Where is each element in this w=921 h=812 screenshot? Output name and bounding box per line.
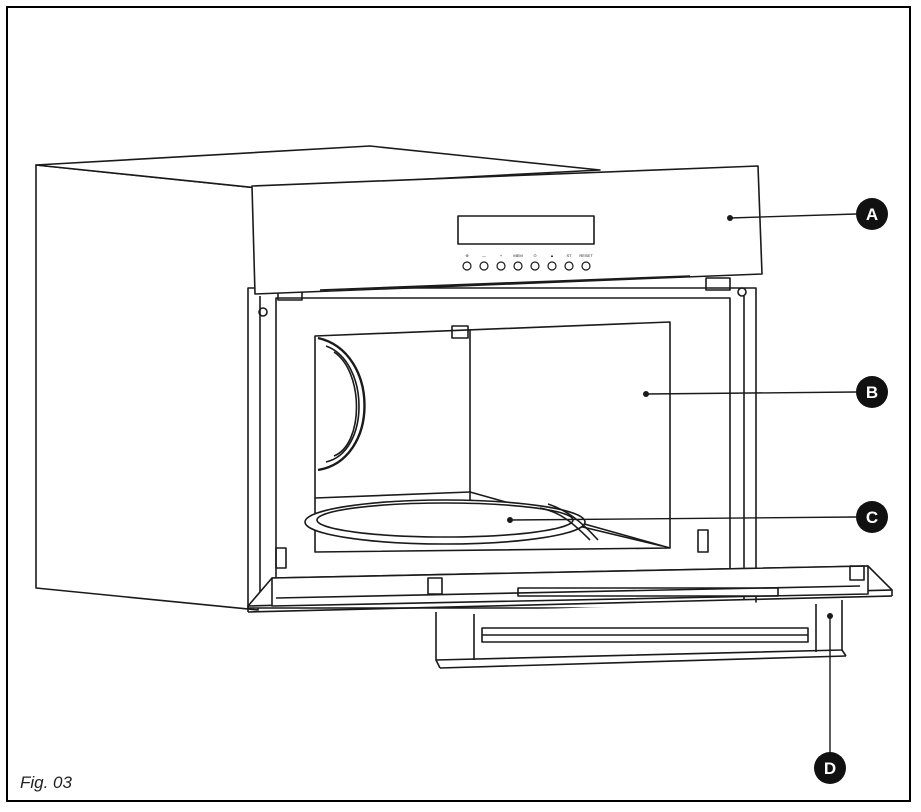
oven-cavity (314, 321, 671, 553)
figure-caption: Fig. 03 (20, 773, 72, 792)
callout-label-a: A (866, 205, 878, 224)
panel-button-4 (530, 261, 540, 271)
panel-button-3 (513, 261, 523, 271)
cabinet-body (35, 145, 601, 611)
control-panel (251, 165, 763, 295)
callout-label-b: B (866, 383, 878, 402)
panel-button-1 (479, 261, 489, 271)
panel-button-0 (462, 261, 472, 271)
panel-button-label-1: — (482, 253, 486, 258)
panel-button-label-7: RESET (579, 253, 593, 258)
callout-label-c: C (866, 508, 878, 527)
callout-d: D (814, 752, 846, 784)
leader-lines (509, 213, 857, 758)
callout-c: C (856, 501, 888, 533)
panel-button-5 (547, 261, 557, 271)
oven-door (247, 529, 893, 613)
panel-button-6 (564, 261, 574, 271)
control-buttons: ⊕ — + MEM ⊙ ▲ ST RESET (462, 253, 593, 271)
panel-button-label-4: ⊙ (533, 253, 536, 258)
panel-button-label-5: ▲ (550, 253, 554, 258)
callout-a: A (856, 198, 888, 230)
callout-label-d: D (824, 759, 836, 778)
display-window (457, 215, 595, 245)
panel-button-label-6: ST (566, 253, 572, 258)
panel-button-2 (496, 261, 506, 271)
panel-button-label-0: ⊕ (465, 253, 468, 258)
panel-button-label-2: + (500, 253, 503, 258)
door-handle (435, 600, 847, 669)
figure-frame (6, 6, 911, 802)
panel-button-7 (581, 261, 591, 271)
panel-button-label-3: MEM (513, 253, 522, 258)
callout-b: B (856, 376, 888, 408)
